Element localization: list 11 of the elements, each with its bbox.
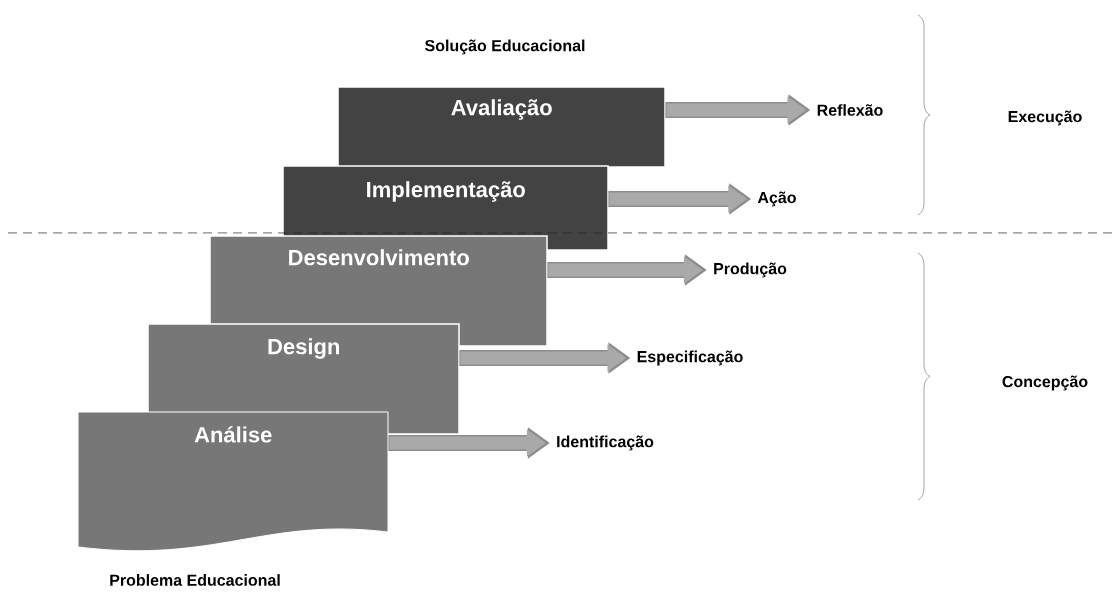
stage-label: Identificação <box>557 435 654 451</box>
section-label: Solução Educacional <box>425 39 585 55</box>
section-label: Problema Educacional <box>110 574 280 586</box>
stage-label: Especificação <box>637 350 743 366</box>
document-box: Análise <box>77 411 389 552</box>
section-label: Execução <box>1008 110 1082 126</box>
section-label: Concepção <box>1002 375 1088 391</box>
document-box: Avaliação <box>337 86 666 168</box>
stage-label: Reflexão <box>817 104 883 116</box>
stage-label: Ação <box>757 191 796 207</box>
stage-label: Produção <box>714 262 787 278</box>
